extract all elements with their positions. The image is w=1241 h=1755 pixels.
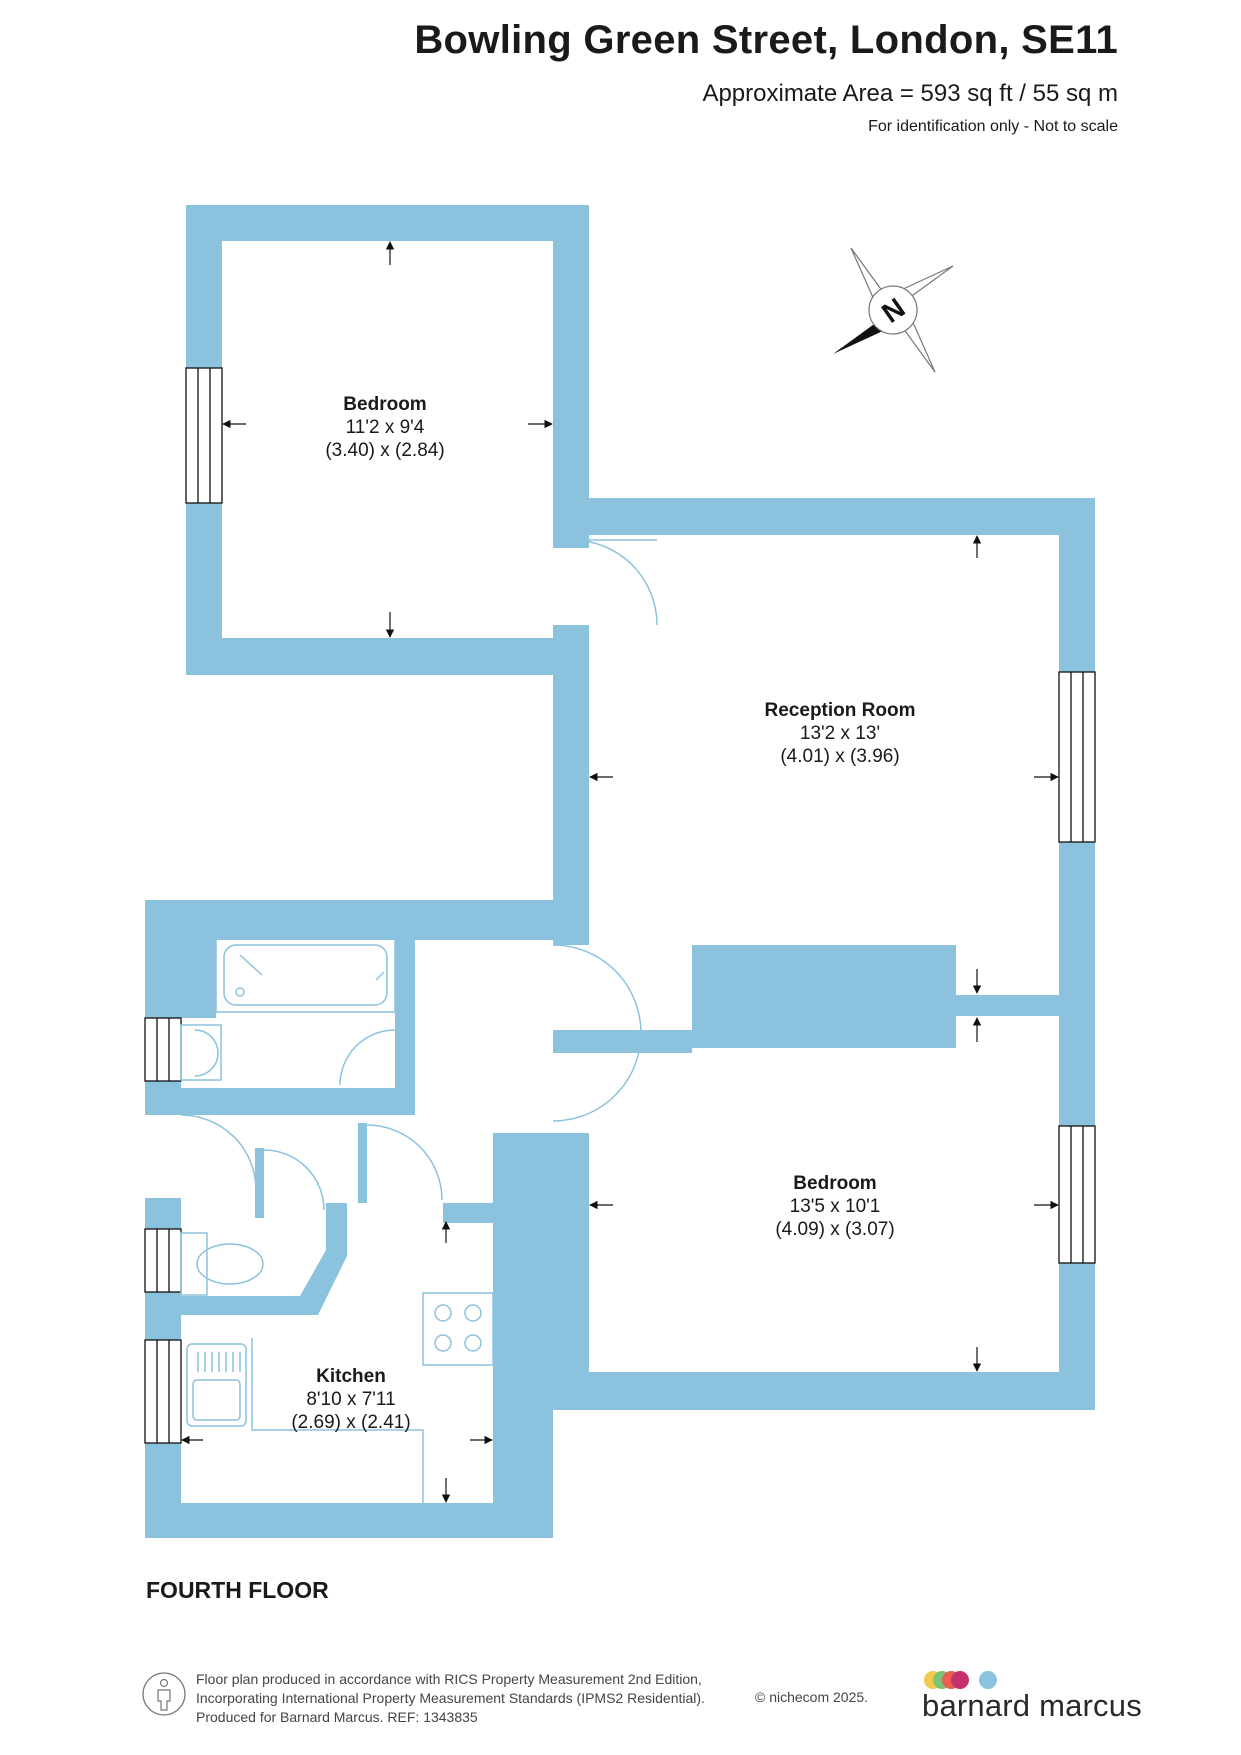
walls xyxy=(145,205,1095,1538)
room-name: Bedroom xyxy=(793,1173,877,1194)
dimension-arrows xyxy=(181,241,1059,1503)
approximate-area: Approximate Area = 593 sq ft / 55 sq m xyxy=(702,80,1118,107)
room-name: Bedroom xyxy=(343,394,427,415)
room-reception: Reception Room 13'2 x 13' (4.01) x (3.96… xyxy=(740,699,940,768)
room-dimensions-imperial: 8'10 x 7'11 xyxy=(306,1389,396,1410)
room-name: Kitchen xyxy=(316,1366,386,1387)
room-bedroom-2: Bedroom 13'5 x 10'1 (4.09) x (3.07) xyxy=(755,1172,915,1241)
doors xyxy=(180,539,692,1211)
scale-note: For identification only - Not to scale xyxy=(868,118,1118,135)
room-dimensions-metric: (4.09) x (3.07) xyxy=(775,1219,895,1240)
fixtures xyxy=(180,937,494,1503)
copyright: © nichecom 2025. xyxy=(755,1689,869,1705)
brand-logo-dots xyxy=(924,1671,997,1689)
footer-line-1: Floor plan produced in accordance with R… xyxy=(196,1671,702,1687)
room-name: Reception Room xyxy=(764,700,916,721)
footer-notes: Floor plan produced in accordance with R… xyxy=(196,1670,705,1727)
footer-line-2: Incorporating International Property Mea… xyxy=(196,1690,705,1706)
brand-name: barnard marcus xyxy=(922,1688,1142,1723)
room-dimensions-imperial: 13'5 x 10'1 xyxy=(789,1196,881,1217)
room-dimensions-metric: (2.69) x (2.41) xyxy=(291,1412,411,1433)
room-dimensions-metric: (3.40) x (2.84) xyxy=(325,440,445,461)
north-arrow-icon: N xyxy=(833,247,954,373)
plan-title: Bowling Green Street, London, SE11 xyxy=(414,18,1118,62)
person-icon xyxy=(142,1672,186,1716)
floor-label: FOURTH FLOOR xyxy=(146,1577,329,1603)
room-kitchen: Kitchen 8'10 x 7'11 (2.69) x (2.41) xyxy=(271,1365,431,1434)
footer-line-3: Produced for Barnard Marcus. REF: 134383… xyxy=(196,1709,478,1725)
room-dimensions-metric: (4.01) x (3.96) xyxy=(780,746,900,767)
windows xyxy=(144,367,1096,1444)
room-bedroom-1: Bedroom 11'2 x 9'4 (3.40) x (2.84) xyxy=(305,393,465,462)
room-dimensions-imperial: 11'2 x 9'4 xyxy=(345,417,425,438)
room-dimensions-imperial: 13'2 x 13' xyxy=(799,723,881,744)
